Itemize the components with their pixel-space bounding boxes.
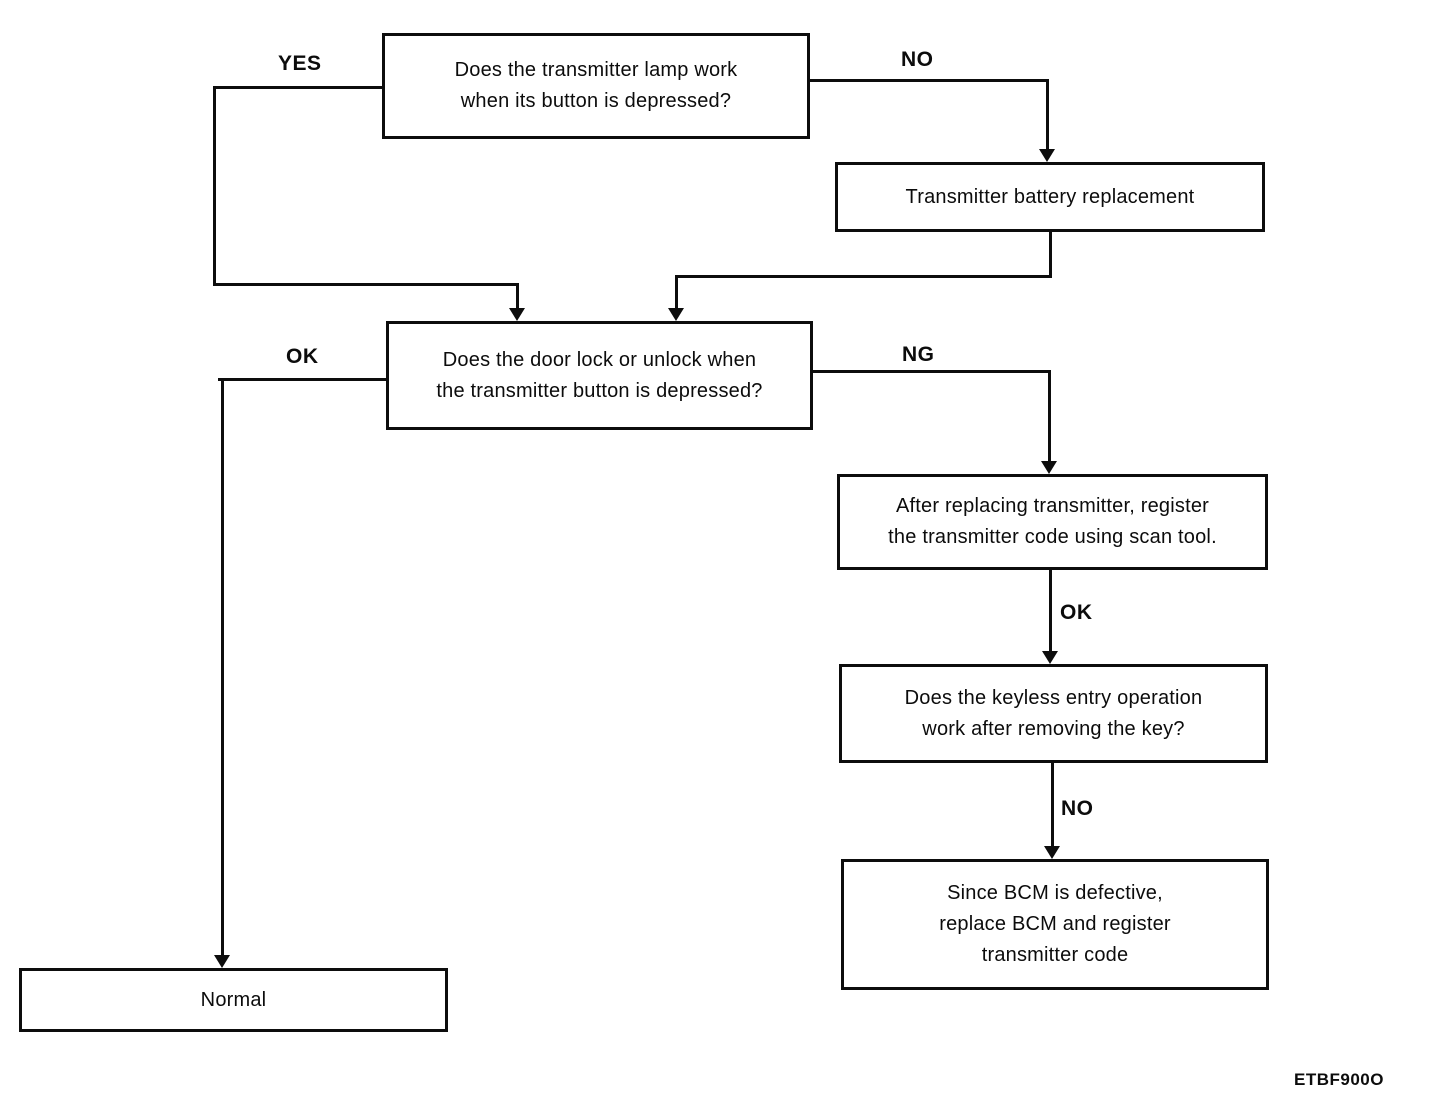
connector-yes-horizontal-from-q1 xyxy=(215,86,382,89)
flow-node-register-transmitter-code: After replacing transmitter, register th… xyxy=(837,474,1268,570)
edge-label-no-top: NO xyxy=(901,48,934,71)
node-text-line: transmitter code xyxy=(981,944,1129,966)
node-text-line: work after removing the key? xyxy=(922,717,1185,740)
node-text-line: Transmitter battery replacement xyxy=(905,185,1195,208)
node-text-line: Does the transmitter lamp work xyxy=(454,59,738,81)
connector-yes-merge-horizontal xyxy=(213,283,519,286)
edge-label-yes: YES xyxy=(278,52,322,75)
connector-ok-long-vertical xyxy=(221,378,224,956)
node-text-line: After replacing transmitter, register xyxy=(895,495,1210,517)
connector-battery-drop xyxy=(675,275,678,310)
connector-yes-drop xyxy=(516,283,519,310)
arrowhead-battery-into-q2 xyxy=(668,308,684,321)
edge-label-ok-right: OK xyxy=(1060,601,1093,624)
flow-node-door-lock-question: Does the door lock or unlock when the tr… xyxy=(386,321,813,430)
arrowhead-yes-into-q2 xyxy=(509,308,525,321)
connector-q3-to-bcm-vertical xyxy=(1051,763,1054,847)
node-text-line: the transmitter code using scan tool. xyxy=(888,526,1217,548)
connector-ok-horizontal-from-q2 xyxy=(218,378,386,381)
connector-register-to-q3-vertical xyxy=(1049,570,1052,652)
flow-node-transmitter-lamp-question: Does the transmitter lamp work when its … xyxy=(382,33,810,139)
connector-ng-horizontal-from-q2 xyxy=(813,370,1051,373)
figure-reference-code: ETBF900O xyxy=(1294,1070,1384,1089)
flow-node-battery-replacement: Transmitter battery replacement xyxy=(835,162,1265,232)
node-text-line: Does the door lock or unlock when xyxy=(442,348,757,371)
arrowhead-ok-into-normal xyxy=(214,955,230,968)
node-text-line: Does the keyless entry operation xyxy=(904,686,1203,709)
connector-battery-bottom-vertical xyxy=(1049,232,1052,278)
node-text-line: Since BCM is defective, xyxy=(947,882,1163,904)
arrowhead-into-bcm xyxy=(1044,846,1060,859)
node-text-line: when its button is depressed? xyxy=(460,90,732,112)
connector-no-vertical xyxy=(1046,79,1049,150)
flow-node-keyless-entry-question: Does the keyless entry operation work af… xyxy=(839,664,1268,763)
node-text-line: replace BCM and register xyxy=(939,913,1171,935)
arrowhead-ng-into-register xyxy=(1041,461,1057,474)
connector-no-horizontal-from-q1 xyxy=(810,79,1049,82)
connector-battery-merge-horizontal xyxy=(675,275,1052,278)
edge-label-ng: NG xyxy=(902,343,935,366)
connector-yes-vertical xyxy=(213,86,216,286)
flow-node-replace-bcm: Since BCM is defective, replace BCM and … xyxy=(841,859,1269,990)
arrowhead-no-into-battery xyxy=(1039,149,1055,162)
node-text-line: the transmitter button is depressed? xyxy=(436,379,763,402)
edge-label-no-right: NO xyxy=(1061,797,1094,820)
node-text-line: Normal xyxy=(200,988,267,1011)
flow-node-normal: Normal xyxy=(19,968,448,1032)
connector-ng-vertical xyxy=(1048,370,1051,462)
edge-label-ok-left: OK xyxy=(286,345,319,368)
arrowhead-into-q3 xyxy=(1042,651,1058,664)
